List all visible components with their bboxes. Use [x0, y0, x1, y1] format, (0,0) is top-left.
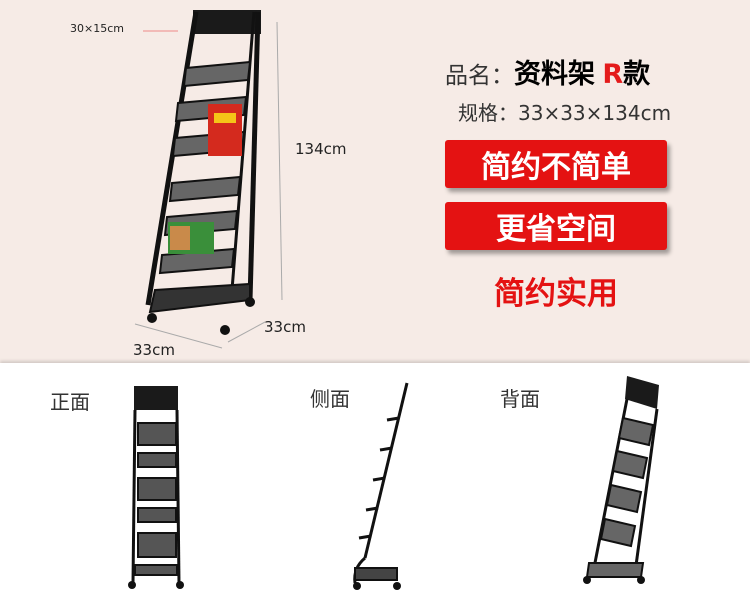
feature-text-practical: 简约实用	[494, 276, 618, 312]
product-name-label: 品名：	[445, 63, 514, 89]
rack-front-view-image	[128, 386, 184, 589]
product-hero-section: 30×15cm 134cm 33cm 33cm 品名：资料架 R款 规格：33×…	[70, 10, 672, 359]
rack-main-image	[134, 10, 283, 349]
depth-dimension-label: 33cm	[264, 318, 306, 336]
view-label-side: 侧面	[310, 387, 350, 411]
product-model-badge: R	[602, 59, 624, 90]
views-section: 正面 侧面 背面	[0, 363, 750, 616]
product-size: 规格：33×33×134cm	[458, 101, 672, 125]
view-label-front: 正面	[50, 390, 90, 414]
feature-badge-space: 更省空间	[445, 202, 667, 250]
view-label-back: 背面	[500, 387, 540, 411]
width-dimension-label: 33cm	[133, 341, 175, 359]
rack-back-view-image	[583, 376, 659, 584]
height-dimension-label: 134cm	[295, 140, 347, 158]
product-name-suffix: 款	[623, 59, 651, 90]
banner-dimension-label: 30×15cm	[70, 22, 124, 35]
product-name-value: 资料架	[514, 59, 595, 90]
rack-side-view-image	[353, 382, 409, 590]
product-name: 品名：资料架 R款	[445, 52, 650, 91]
feature-badge-simple: 简约不简单	[445, 140, 667, 188]
